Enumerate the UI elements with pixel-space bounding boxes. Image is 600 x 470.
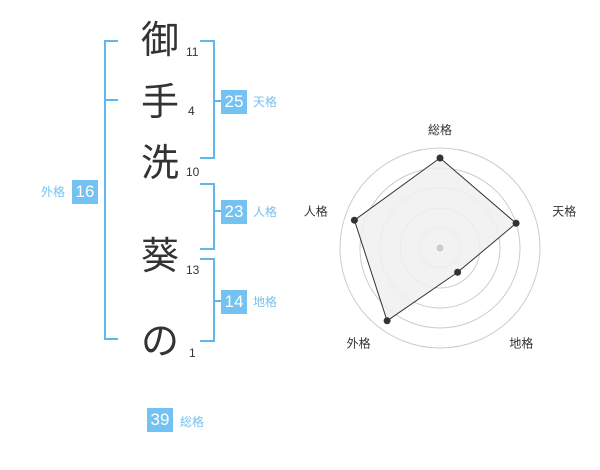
radar-axis-label-2: 天格 [552, 204, 576, 219]
jinkaku-bracket [200, 183, 215, 250]
name-char-3: 洗 [140, 141, 179, 185]
radar-polygon [353, 157, 517, 322]
soukaku-score: 39 [147, 408, 173, 432]
name-char-1: 御 [140, 18, 179, 62]
radar-points [350, 154, 520, 325]
radar-point-4 [383, 317, 391, 325]
radar-point-2 [512, 219, 520, 227]
jinkaku-score: 23 [221, 200, 247, 224]
tenkaku-bracket-tick [213, 100, 221, 102]
stroke-count-2: 4 [188, 104, 195, 118]
radar-axis-label-5: 人格 [304, 204, 328, 219]
tenkaku-score: 25 [221, 90, 247, 114]
stroke-count-3: 10 [186, 165, 200, 179]
chikaku-score: 14 [221, 290, 247, 314]
radar-center-dot [436, 244, 444, 252]
tenkaku-label: 天格 [253, 95, 278, 109]
name-char-4: 葵 [140, 234, 179, 278]
name-char-5: の [140, 319, 179, 363]
radar-point-1 [436, 154, 444, 162]
chikaku-bracket-tick [213, 300, 221, 302]
radar-axis-label-3: 地格 [509, 335, 533, 350]
tenkaku-bracket [200, 40, 215, 159]
radar-axis-label-4: 外格 [347, 335, 371, 350]
stroke-count-5: 1 [189, 346, 196, 360]
chikaku-label: 地格 [253, 295, 278, 309]
stroke-count-4: 13 [186, 263, 200, 277]
gaikaku-label: 外格 [41, 185, 66, 199]
jinkaku-bracket-tick [213, 210, 221, 212]
radar-axis-label-1: 総格 [428, 122, 452, 137]
gaikaku-bracket [104, 40, 118, 340]
gaikaku-bracket-tick [104, 99, 118, 101]
jinkaku-label: 人格 [253, 205, 278, 219]
name-char-2: 手 [140, 80, 179, 124]
gaikaku-score: 16 [72, 180, 98, 204]
stroke-count-1: 11 [186, 45, 199, 59]
radar-point-3 [454, 268, 462, 276]
soukaku-label: 総格 [180, 415, 205, 429]
radar-point-5 [350, 216, 358, 224]
